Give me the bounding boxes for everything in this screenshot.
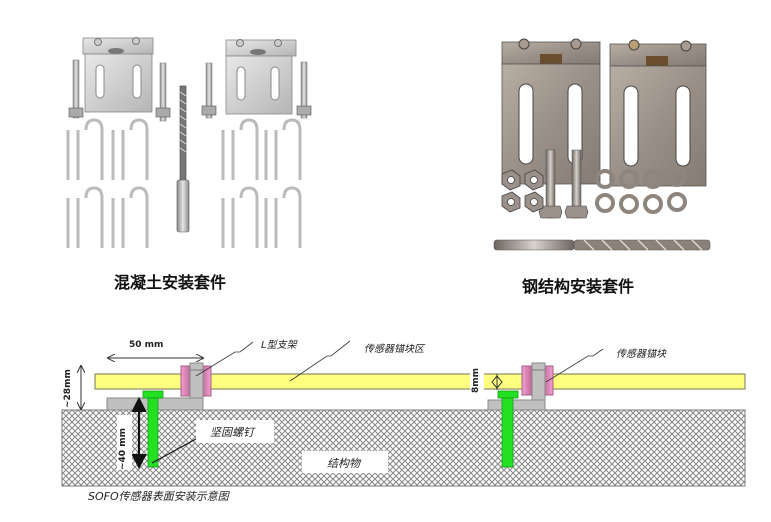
l-bracket-leader bbox=[195, 341, 254, 377]
concrete-kit-illustration bbox=[66, 37, 312, 248]
height-dimension-label: ~28mm bbox=[63, 369, 73, 408]
sensor-bar bbox=[94, 373, 746, 390]
anchor-block-label: 传感器锚块 bbox=[616, 349, 666, 360]
concrete-kit-caption: 混凝土安装套件 bbox=[114, 273, 227, 292]
screw-label-box bbox=[196, 420, 274, 443]
masonry-drill-bit bbox=[176, 85, 190, 233]
anchor-zone-label: 传感器锚块区 bbox=[364, 344, 424, 355]
screw-leader bbox=[151, 438, 197, 464]
structure-label: 结构物 bbox=[327, 457, 360, 470]
anchor-zone-leader bbox=[289, 340, 351, 382]
l-bracket-right bbox=[487, 362, 554, 411]
gap-dimension-arrow bbox=[491, 374, 503, 390]
width-dimension-label: 50 mm bbox=[129, 340, 164, 350]
l-bracket-left bbox=[106, 362, 212, 411]
depth-dimension-label: ~40 mm bbox=[118, 428, 128, 470]
hex-nuts bbox=[501, 169, 544, 213]
gap-dimension-label: 8mm bbox=[471, 367, 481, 393]
installation-diagram: 50 mm L型支架 传感器锚块区 传感器锚块 ~28mm 8mm ~40 mm… bbox=[0, 320, 771, 518]
screw-right bbox=[497, 390, 519, 468]
washers bbox=[595, 167, 687, 214]
concrete-kit-photo bbox=[58, 30, 330, 258]
bolts bbox=[538, 149, 589, 219]
structure-hatched bbox=[61, 409, 746, 487]
anchor-block-leader bbox=[545, 348, 604, 383]
steel-kit-photo bbox=[488, 34, 724, 270]
l-bracket-right bbox=[225, 39, 297, 115]
twist-drill-bit bbox=[493, 239, 711, 251]
structure-label-box bbox=[302, 451, 388, 473]
l-bracket-left bbox=[82, 37, 154, 113]
plastic-wall-plugs bbox=[66, 118, 302, 248]
steel-kit-caption: 钢结构安装套件 bbox=[522, 277, 635, 296]
l-bracket-label: L型支架 bbox=[261, 340, 297, 351]
expansion-anchors bbox=[68, 59, 312, 122]
diagram-caption: SOFO传感器表面安装示意图 bbox=[88, 490, 229, 503]
stainless-bracket-right bbox=[609, 39, 707, 187]
steel-kit-illustration bbox=[493, 38, 711, 251]
screw-label: 坚固螺钉 bbox=[210, 426, 254, 439]
installation-diagram-svg bbox=[61, 340, 746, 487]
screw-left bbox=[142, 390, 164, 468]
